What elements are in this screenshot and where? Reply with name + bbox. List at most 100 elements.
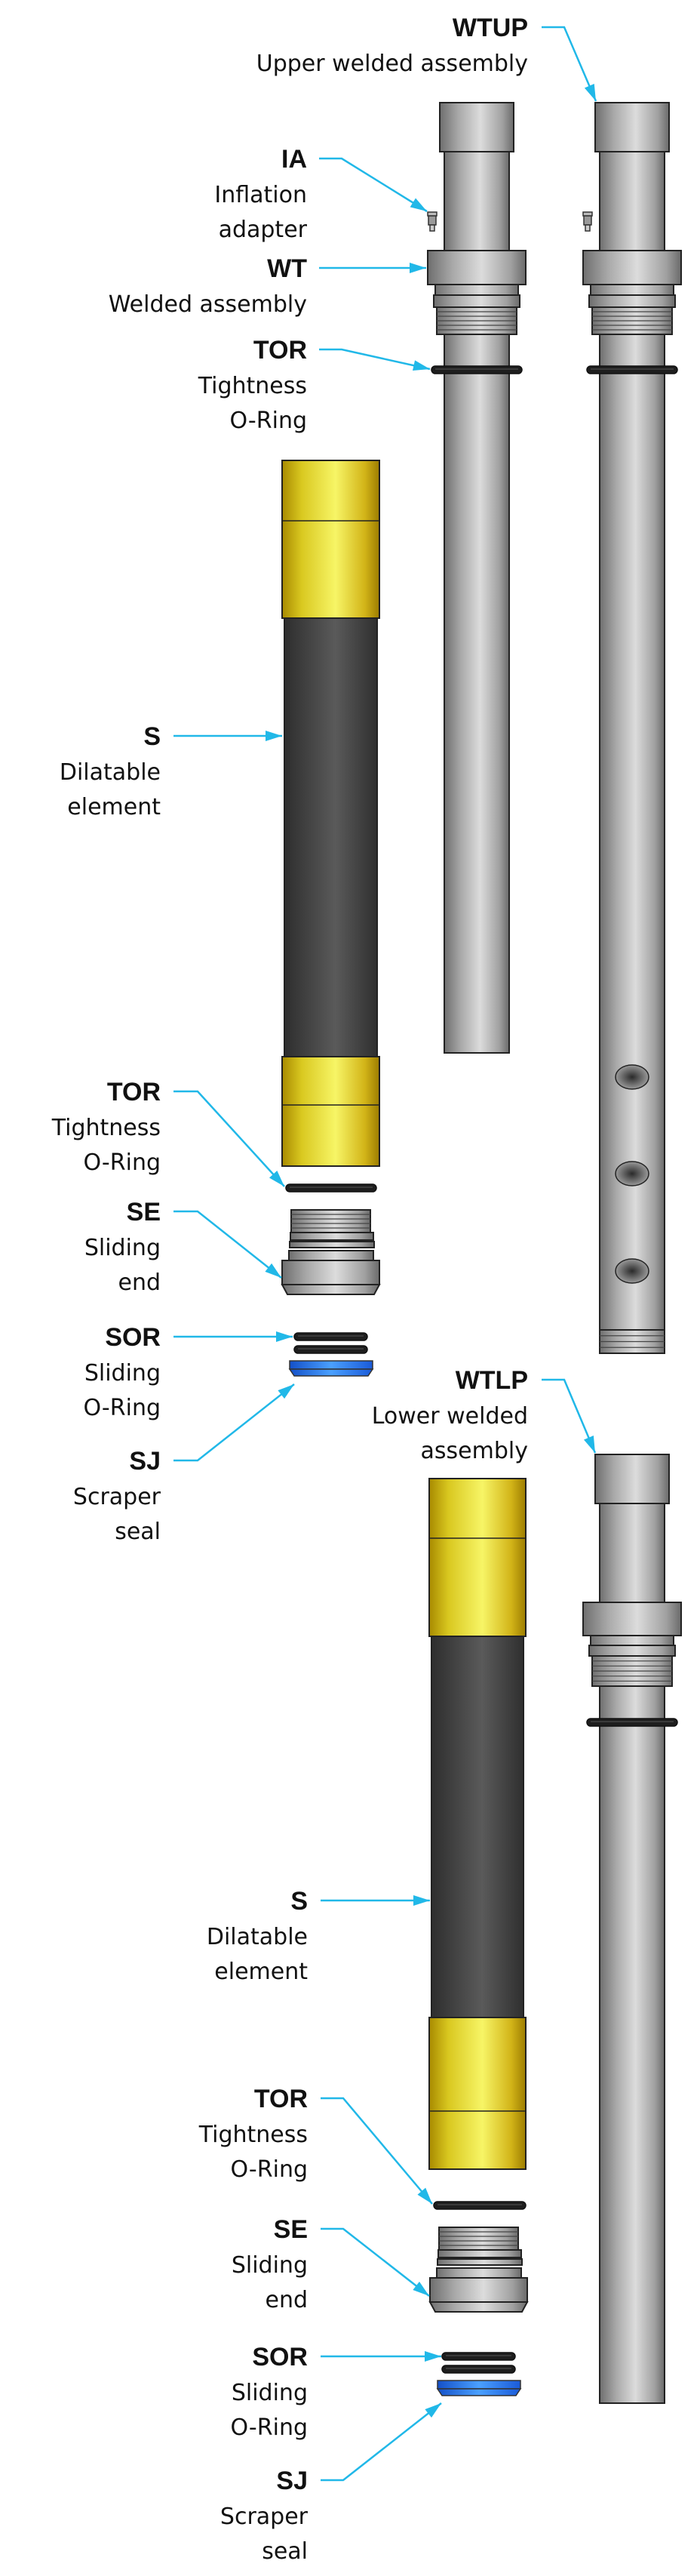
label-description: Tightness	[198, 373, 307, 399]
welded-assembly-left-top-cap	[439, 102, 514, 152]
arrow-icon	[413, 360, 430, 371]
set-2-sliding-oring-2	[441, 2365, 516, 2374]
set-1-scraper-seal-bottom	[288, 1368, 374, 1377]
upper-welded-assembly-collar	[582, 250, 682, 285]
leader-sj1	[173, 1383, 295, 1462]
set-2	[436, 2352, 522, 2396]
leader-line	[542, 26, 597, 102]
dilatable-element-1-bottom-sleeve	[281, 1056, 380, 1167]
leader-sj2	[321, 2402, 442, 2482]
leader-line	[173, 1383, 295, 1462]
leader-s1	[173, 731, 282, 741]
label-code: S	[143, 722, 161, 751]
leader-sor1	[173, 1331, 293, 1342]
leader-tor1	[319, 348, 431, 371]
set-2-sliding-end-chamfer	[428, 2301, 529, 2313]
leader-line	[319, 348, 431, 371]
label-description: element	[214, 1959, 308, 1985]
set-1-scraper-seal-top	[289, 1360, 373, 1370]
set-1-sliding-end-groove	[290, 1232, 374, 1241]
upper-welded-assembly	[582, 102, 682, 1354]
arrow-icon	[269, 1171, 284, 1186]
leader-line	[319, 157, 428, 213]
set-2-sliding-end-base	[429, 2277, 528, 2303]
label-description: O-Ring	[230, 2414, 308, 2441]
set-1-sliding-end-base	[281, 1260, 380, 1285]
leaders-layer	[173, 26, 597, 2482]
set-2-sliding-end-threads	[438, 2227, 519, 2251]
upper-welded-assembly-tightness-oring	[586, 365, 678, 374]
label-description: Tightness	[198, 2122, 308, 2148]
label-description: Dilatable	[60, 759, 161, 786]
label-description: O-Ring	[83, 1150, 161, 1176]
label-description: Sliding	[232, 2252, 308, 2279]
set-2-sliding-end-body	[436, 2267, 522, 2279]
upper-welded-assembly-hole-1	[615, 1064, 649, 1090]
label-code: SOR	[105, 1323, 161, 1352]
set-1	[288, 1332, 374, 1377]
dilatable-element-2	[428, 1478, 527, 2170]
lower-welded-assembly	[582, 1454, 682, 2404]
upper-welded-assembly-hole-2	[615, 1161, 649, 1186]
leader-s2	[321, 1895, 430, 1906]
label-description: Scraper	[220, 2504, 309, 2530]
welded-assembly-left-inflation-adapter	[427, 211, 438, 232]
dilatable-element-1	[281, 460, 380, 1167]
arrow-icon	[425, 2351, 441, 2362]
leader-tor3	[321, 2097, 433, 2205]
leader-se1	[173, 1210, 282, 1279]
label-description: Sliding	[84, 1235, 161, 1261]
upper-welded-assembly-inflation-adapter	[582, 211, 593, 232]
upper-welded-assembly-top-cap	[594, 102, 670, 152]
leader-wt	[319, 263, 426, 273]
upper-welded-assembly-inflation-adapter-body	[583, 215, 592, 226]
set-2-scraper-seal-bottom	[436, 2388, 522, 2396]
label-code: TOR	[107, 1078, 161, 1106]
lower-welded-assembly-neck	[590, 1635, 674, 1646]
label-code: S	[290, 1887, 308, 1916]
welded-assembly-left-groove-ring	[433, 294, 520, 308]
arrow-icon	[425, 2403, 441, 2418]
arrow-icon	[278, 1384, 294, 1399]
arrow-icon	[265, 1263, 281, 1278]
tightness-oring-2	[285, 1183, 377, 1193]
arrow-icon	[413, 2281, 429, 2296]
arrow-icon	[410, 198, 427, 211]
label-code: WTLP	[456, 1366, 528, 1395]
arrow-icon	[276, 1331, 293, 1342]
label-description: Inflation	[214, 182, 307, 208]
label-code: SE	[274, 2215, 308, 2244]
leader-wtlp	[542, 1378, 597, 1454]
leader-se2	[321, 2227, 430, 2297]
callout-s2: S Dilatable element	[207, 1887, 308, 1985]
set-1-sliding-end-flange	[289, 1241, 375, 1248]
lower-welded-assembly-oring	[586, 1718, 678, 1727]
label-description: O-Ring	[229, 408, 307, 434]
label-description: Dilatable	[207, 1924, 308, 1950]
label-description: Upper welded assembly	[256, 51, 528, 77]
set-1-sliding-end-chamfer	[281, 1284, 381, 1295]
leader-sor2	[321, 2351, 441, 2362]
arrow-icon	[417, 2187, 432, 2204]
welded-assembly-left-collar	[427, 250, 527, 285]
parts-layer	[281, 102, 682, 2404]
label-code: SJ	[276, 2467, 308, 2495]
leader-line	[321, 2402, 442, 2482]
tightness-oring-3	[433, 2201, 527, 2210]
dilatable-element-2-rubber	[431, 1636, 524, 2018]
welded-assembly-left	[427, 102, 527, 1054]
leader-line	[173, 1210, 282, 1279]
welded-assembly-left-tightness-oring	[431, 365, 523, 374]
arrow-icon	[413, 1895, 430, 1906]
label-description: O-Ring	[83, 1395, 161, 1421]
